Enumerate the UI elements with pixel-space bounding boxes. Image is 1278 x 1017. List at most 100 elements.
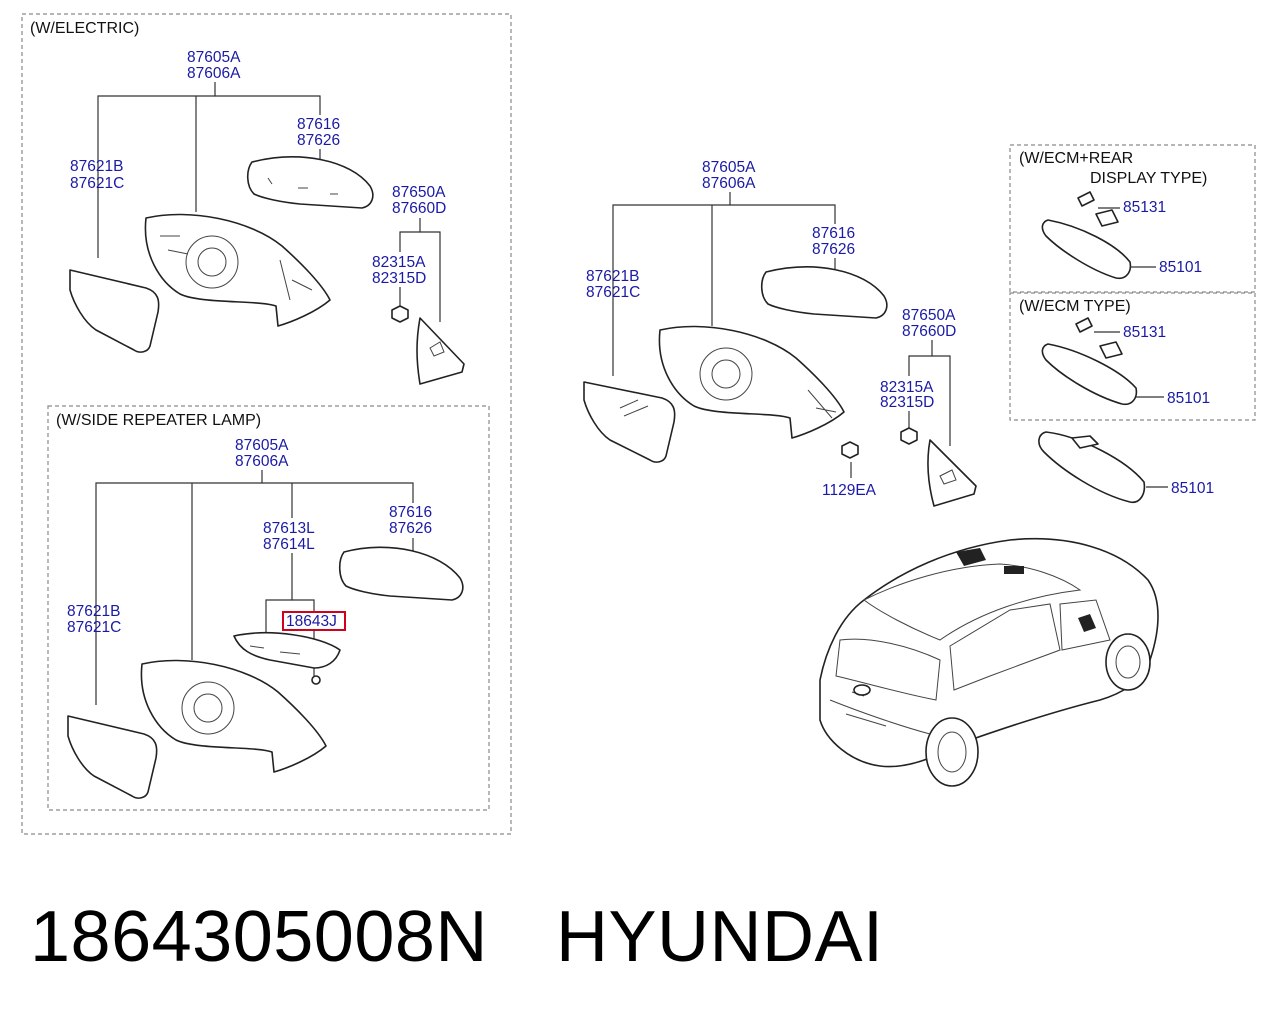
electric-label-87621b[interactable]: 87621B	[70, 158, 123, 175]
mirror-housing-part	[658, 325, 845, 439]
part-detail	[1115, 645, 1141, 679]
room-mirror-part	[1041, 343, 1138, 406]
mirror-housing-part	[144, 213, 331, 327]
mirror-glass-part	[67, 715, 158, 799]
electric-section-title: (W/ELECTRIC)	[30, 20, 139, 37]
mirror-cover-part	[760, 266, 888, 319]
leader-line	[97, 82, 216, 258]
mirror-highlight-roof	[956, 548, 986, 566]
leader-line	[399, 218, 421, 252]
mirror-highlight-side	[1078, 614, 1096, 632]
part-detail	[937, 731, 967, 773]
main-label-87650a[interactable]: 87650A	[902, 307, 956, 324]
part-detail	[160, 235, 313, 301]
actuator-motor	[699, 347, 753, 401]
part-detail	[939, 469, 957, 485]
car-badge	[853, 684, 871, 696]
part-detail	[197, 247, 227, 277]
main-label-87621b[interactable]: 87621B	[586, 268, 639, 285]
actuator-motor	[181, 681, 235, 735]
mirror-housing-part	[140, 659, 327, 773]
electric-label-87650a[interactable]: 87650A	[392, 184, 446, 201]
main-label-87660d[interactable]: 87660D	[902, 323, 956, 340]
ecm-section-title: (W/ECM TYPE)	[1019, 298, 1131, 315]
repeater-label-87621b[interactable]: 87621B	[67, 603, 120, 620]
room-mirror-part	[1038, 431, 1146, 504]
corner-cover-part	[927, 439, 977, 507]
ecm-rear-label-85101[interactable]: 85101	[1159, 259, 1202, 276]
part-detail	[267, 177, 338, 195]
plain-label-85101[interactable]: 85101	[1171, 480, 1214, 497]
car-body	[819, 537, 1159, 768]
main-label-82315d[interactable]: 82315D	[880, 394, 934, 411]
repeater-label-18643j[interactable]: 18643J	[286, 613, 337, 630]
mirror-highlight-room	[1004, 566, 1024, 574]
ecm-label-85131[interactable]: 85131	[1123, 324, 1166, 341]
leader-line	[265, 553, 293, 632]
repeater-label-87614l[interactable]: 87614L	[263, 536, 315, 553]
repeater-section-box	[47, 405, 490, 811]
leader-line	[932, 355, 951, 446]
screw-part	[841, 441, 859, 459]
sensor-connector-part	[1077, 191, 1095, 207]
leader-line	[908, 340, 933, 376]
car-roof	[863, 563, 1082, 641]
actuator-motor	[185, 235, 239, 289]
electric-label-87605a[interactable]: 87605A	[187, 49, 241, 66]
electric-label-82315d[interactable]: 82315D	[372, 270, 426, 287]
main-label-87616[interactable]: 87616	[812, 225, 855, 242]
repeater-label-87621c[interactable]: 87621C	[67, 619, 121, 636]
part-detail	[429, 341, 445, 357]
mirror-cover-part	[338, 546, 464, 601]
footer: 1864305008N HYUNDAI	[0, 880, 1278, 1000]
part-detail	[807, 389, 837, 419]
footer-brand: HYUNDAI	[556, 897, 884, 977]
repeater-label-87613l[interactable]: 87613L	[263, 520, 315, 537]
electric-label-82315a[interactable]: 82315A	[372, 254, 426, 271]
sensor-part	[1099, 341, 1123, 359]
bolt-part	[900, 427, 918, 445]
repeater-label-87616[interactable]: 87616	[389, 504, 432, 521]
room-mirror-part	[1041, 219, 1132, 280]
part-detail	[249, 645, 301, 655]
electric-label-87616[interactable]: 87616	[297, 116, 340, 133]
repeater-label-87626[interactable]: 87626	[389, 520, 432, 537]
car-rear-window	[835, 638, 941, 701]
electric-label-87621c[interactable]: 87621C	[70, 175, 124, 192]
main-label-1129ea[interactable]: 1129EA	[822, 482, 877, 499]
leader-line	[420, 231, 441, 322]
main-label-87605a[interactable]: 87605A	[702, 159, 756, 176]
repeater-label-87606a[interactable]: 87606A	[235, 453, 289, 470]
main-label-87621c[interactable]: 87621C	[586, 284, 640, 301]
repeater-section-title: (W/SIDE REPEATER LAMP)	[56, 412, 261, 429]
electric-label-87660d[interactable]: 87660D	[392, 200, 446, 217]
leader-line	[292, 599, 315, 611]
sensor-part	[1095, 209, 1119, 227]
corner-cover-part	[416, 317, 465, 385]
sensor-connector-part	[1075, 317, 1093, 333]
part-detail	[711, 359, 741, 389]
ecm-rear-section-title-1: (W/ECM+REAR	[1019, 150, 1133, 167]
electric-label-87606a[interactable]: 87606A	[187, 65, 241, 82]
mirror-glass-part	[69, 269, 160, 353]
electric-section-box	[21, 13, 512, 835]
main-label-87626[interactable]: 87626	[812, 241, 855, 258]
car-front-window	[1059, 599, 1111, 651]
car-front-wheel	[1105, 633, 1151, 691]
leader-line	[612, 192, 731, 376]
leader-line	[262, 482, 414, 503]
repeater-label-87605a[interactable]: 87605A	[235, 437, 289, 454]
electric-label-87626[interactable]: 87626	[297, 132, 340, 149]
car-side-windows	[949, 603, 1061, 691]
mirror-glass-part	[583, 381, 676, 463]
part-detail	[619, 399, 649, 417]
leader-line	[95, 470, 263, 705]
bulb-part	[311, 675, 321, 685]
car-illustration	[819, 537, 1159, 787]
mirror-cover-part	[246, 156, 374, 209]
ecm-rear-label-85131[interactable]: 85131	[1123, 199, 1166, 216]
footer-part-number: 1864305008N	[30, 897, 488, 977]
main-label-82315a[interactable]: 82315A	[880, 379, 934, 396]
main-label-87606a[interactable]: 87606A	[702, 175, 756, 192]
ecm-label-85101[interactable]: 85101	[1167, 390, 1210, 407]
